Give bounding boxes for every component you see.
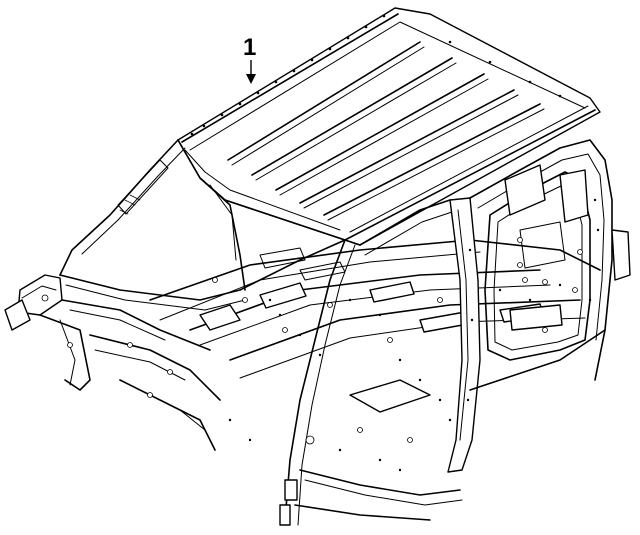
roof-edge-dots (190, 14, 562, 136)
callout-arrowhead (246, 74, 256, 84)
callout-number-1: 1 (243, 34, 256, 61)
rear-door-opening (469, 139, 631, 391)
roof-panel (177, 7, 601, 246)
front-structure (4, 274, 221, 451)
floor-pan (149, 239, 601, 443)
front-door-opening (279, 197, 481, 526)
detail-dots (228, 198, 600, 472)
windshield-frame (59, 139, 346, 311)
callout-1: 1 (243, 34, 256, 84)
